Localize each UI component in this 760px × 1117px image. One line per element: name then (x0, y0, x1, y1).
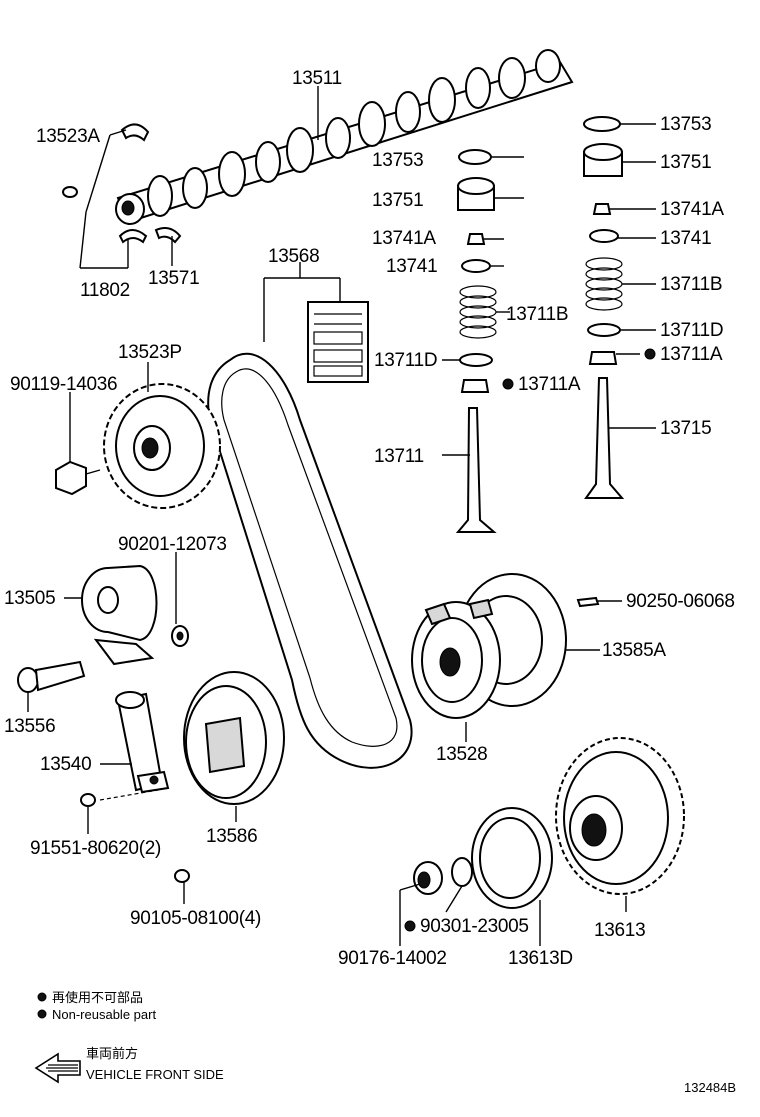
crank-timing-pulley (411, 573, 567, 719)
label-13711A-left: 13711A (518, 374, 581, 395)
diagram-id: 132484B (684, 1080, 736, 1095)
label-13753-right: 13753 (660, 114, 711, 135)
non-reusable-marker (502, 378, 514, 390)
legend: 再使用不可部品 Non-reusable part 車両前方 VEHICLE F… (34, 990, 224, 1084)
washer-90301 (451, 857, 473, 887)
label-90250-06068: 90250-06068 (626, 591, 735, 612)
label-13528: 13528 (436, 744, 487, 765)
label-13523A: 13523A (36, 126, 100, 147)
bolt-90105 (174, 869, 190, 883)
crankshaft-damper-pulley (555, 737, 685, 895)
label-90301-23005: 90301-23005 (420, 916, 529, 937)
front-arrow-icon (34, 1052, 81, 1084)
label-13613D: 13613D (508, 948, 573, 969)
label-13523P: 13523P (118, 342, 182, 363)
label-13613: 13613 (594, 920, 645, 941)
label-91551-80620: 91551-80620(2) (30, 838, 161, 859)
label-13571: 13571 (148, 268, 199, 289)
bearing-13523A (62, 123, 150, 198)
bolt-91551 (80, 793, 96, 807)
pin-90250 (576, 596, 600, 608)
label-13711D-right: 13711D (660, 320, 723, 341)
label-13585A: 13585A (602, 640, 666, 661)
label-90105-08100: 90105-08100(4) (130, 908, 261, 929)
camshaft-pulley (103, 383, 221, 509)
label-13511: 13511 (292, 68, 342, 89)
label-11802: 11802 (80, 280, 130, 301)
legend-dot (37, 1009, 47, 1019)
label-13741-left: 13741 (386, 256, 437, 277)
oil-seal-13613D (471, 807, 553, 909)
tensioner (99, 691, 170, 801)
label-90176-14002: 90176-14002 (338, 948, 447, 969)
label-13753-left: 13753 (372, 150, 423, 171)
legend-front-en: VEHICLE FRONT SIDE (86, 1067, 224, 1082)
idler-pulley (81, 564, 158, 666)
legend-front-jp: 車両前方 (86, 1046, 138, 1061)
washer-90201 (171, 625, 189, 647)
legend-non-reusable-en: Non-reusable part (52, 1007, 156, 1022)
label-13751-right: 13751 (660, 152, 711, 173)
belt-label-sticker (307, 301, 369, 383)
non-reusable-marker (644, 348, 656, 360)
label-13741A-left: 13741A (372, 228, 436, 249)
bolt-13556 (17, 660, 86, 693)
label-13711D-left: 13711D (374, 350, 437, 371)
label-13751-left: 13751 (372, 190, 423, 211)
label-13556: 13556 (4, 716, 55, 737)
legend-non-reusable-jp: 再使用不可部品 (52, 990, 143, 1005)
legend-dot (37, 992, 47, 1002)
leader-lines (27, 86, 656, 946)
label-13540: 13540 (40, 754, 91, 775)
bolt-90176 (413, 861, 443, 895)
label-13505: 13505 (4, 588, 55, 609)
valve-train-left (455, 149, 497, 533)
label-13711B-left: 13711B (506, 304, 568, 325)
non-reusable-marker (404, 920, 416, 932)
label-13715: 13715 (660, 418, 711, 439)
label-90119-14036: 90119-14036 (10, 374, 117, 395)
label-13711B-right: 13711B (660, 274, 722, 295)
label-13711A-right: 13711A (660, 344, 723, 365)
label-13711: 13711 (374, 446, 424, 467)
label-13741A-right: 13741A (660, 199, 724, 220)
label-13568: 13568 (268, 246, 319, 267)
label-13586: 13586 (206, 826, 257, 847)
label-90201-12073: 90201-12073 (118, 534, 227, 555)
valve-train-right (583, 116, 625, 499)
camshaft (115, 49, 574, 225)
label-13741-right: 13741 (660, 228, 711, 249)
belt-guide-plate (183, 671, 285, 805)
bearing-11802-13571 (118, 227, 182, 244)
part-labels: 13511 13523A 11802 13571 13568 13523P 90… (4, 68, 735, 969)
bolt-90119 (55, 460, 101, 496)
